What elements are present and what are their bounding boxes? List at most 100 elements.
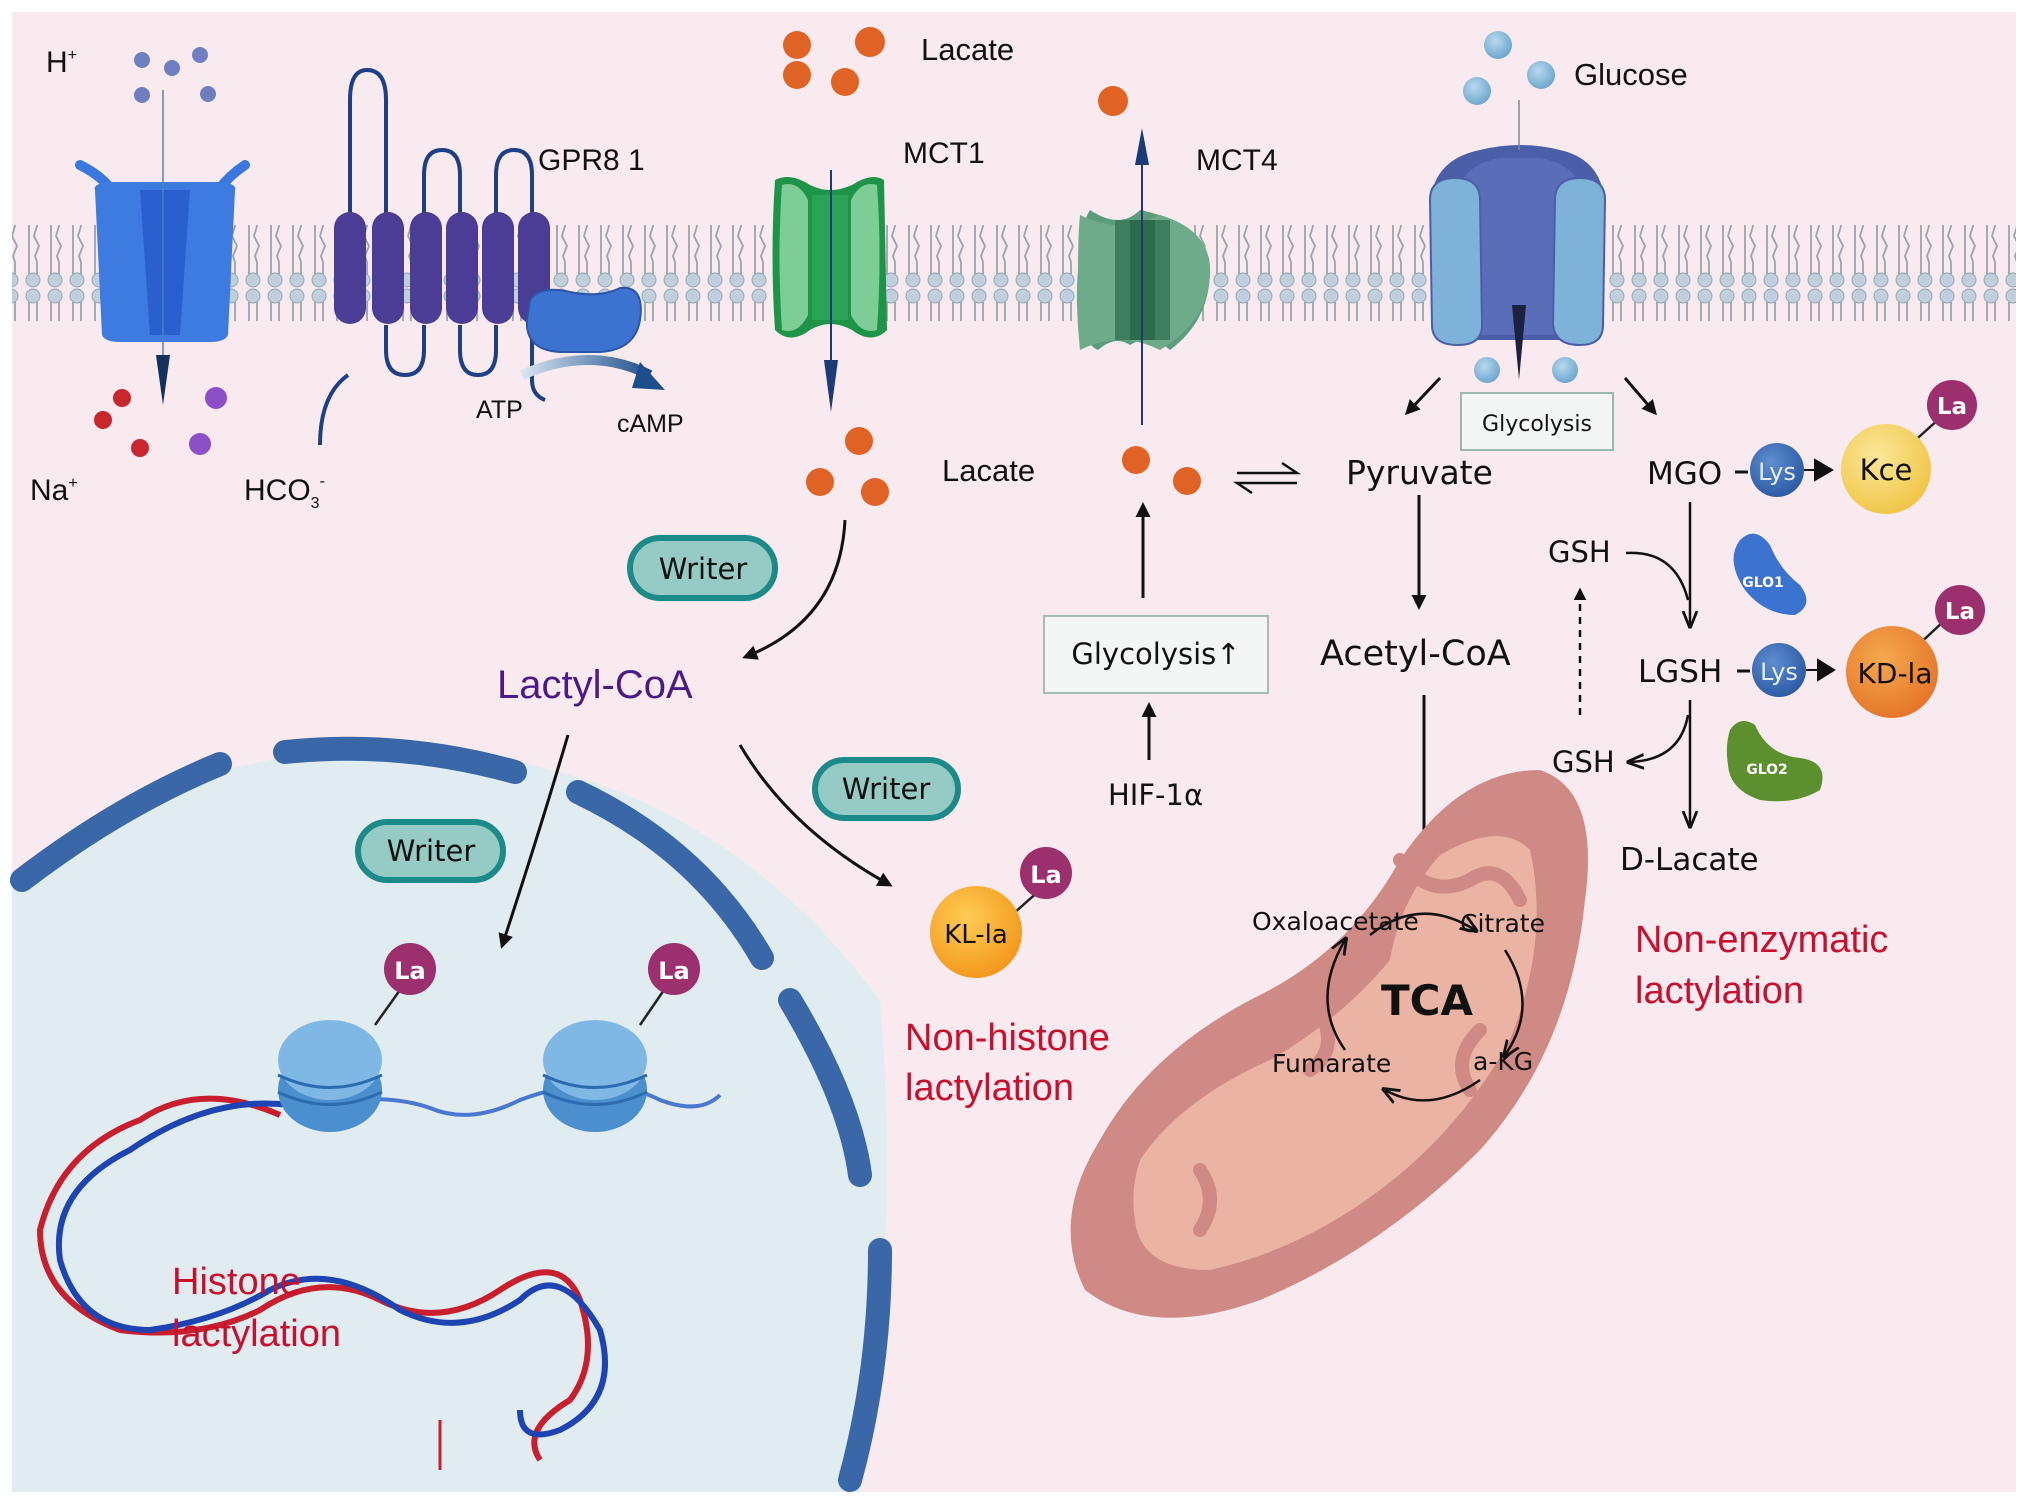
pyruvate-label: Pyruvate (1346, 453, 1493, 492)
lactate-exported (1098, 86, 1128, 116)
mct4-label: MCT4 (1196, 144, 1278, 177)
writer-enzyme-2: Writer (812, 757, 961, 821)
svg-text:La: La (394, 957, 426, 985)
non-enzymatic-title-1: Non-enzymatic (1635, 919, 1888, 961)
la-badge-histone-2 (648, 943, 700, 995)
oxaloacetate-label: Oxaloacetate (1252, 907, 1419, 936)
la-badge-kdla (1935, 585, 1985, 635)
histone-title-2: lactylation (172, 1313, 341, 1355)
linker-dna (289, 1083, 722, 1117)
kl-la-protein (930, 886, 1022, 978)
glycolysis-box-label: Glycolysis (1482, 412, 1592, 437)
la-badge-kce (1927, 380, 1977, 430)
gsh-join-arrow (1625, 551, 1690, 601)
svg-text:La: La (1945, 599, 1975, 625)
atp-label: ATP (476, 396, 523, 424)
atp-arrow-head (632, 362, 665, 390)
d-lactate-label: D-Lacate (1620, 842, 1759, 878)
kl-la-label: KL-la (944, 920, 1008, 950)
svg-text:GLO1: GLO1 (1742, 575, 1784, 591)
acetyl-coa-label: Acetyl-CoA (1320, 634, 1511, 674)
plasma-membrane (12, 225, 2016, 321)
gsh-release-arrow (1630, 714, 1690, 762)
adenylyl-cyclase (525, 286, 642, 353)
hif-label: HIF-1α (1108, 778, 1203, 812)
svg-text:La: La (658, 957, 690, 985)
akg-label: a-KG (1473, 1047, 1533, 1076)
lactate-intracellular (806, 427, 889, 506)
bicarbonate-ions (189, 387, 227, 455)
non-histone-title-2: lactylation (905, 1067, 1074, 1109)
la-link-histone-1 (373, 989, 402, 1026)
atp-to-camp-arrow (519, 355, 653, 380)
non-histone-title-1: Non-histone (905, 1017, 1110, 1059)
glucose-molecules (1463, 31, 1555, 105)
svg-text:Lys: Lys (1758, 458, 1796, 486)
glycolysis-box (1460, 392, 1614, 451)
glycolysis-up-box (1043, 615, 1269, 694)
la-link-histone-2 (638, 989, 666, 1026)
lys-1 (1750, 443, 1804, 497)
lactate-cytosol (1122, 446, 1201, 495)
glucose-intracellular (1474, 357, 1578, 383)
glycolysis-up-label: Glycolysis↑ (1071, 637, 1240, 671)
gpr81-label: GPR8 1 (538, 144, 645, 177)
lys-kdla-arrow (1806, 658, 1836, 682)
lys-2 (1752, 643, 1806, 697)
lys-kce-arrow (1804, 458, 1834, 482)
gsh-top-label: GSH (1548, 535, 1611, 569)
kce-label: Kce (1860, 453, 1913, 487)
gsh-bottom-label: GSH (1552, 745, 1615, 779)
kd-la-label: KD-la (1858, 657, 1933, 690)
non-enzymatic-title-2: lactylation (1635, 970, 1804, 1012)
arrow-to-pyruvate (1404, 376, 1442, 416)
nucleosome-1 (277, 1020, 383, 1132)
mgo-label: MGO (1647, 456, 1722, 492)
fumarate-label: Fumarate (1272, 1049, 1391, 1078)
svg-text:Writer: Writer (842, 772, 931, 806)
gpr81-helices (334, 212, 550, 324)
tca-cycle-arrows (1326, 912, 1524, 1101)
arrow-to-histone (498, 734, 570, 949)
arrow-to-mgo (1623, 377, 1657, 416)
gpr81-receptor (318, 67, 546, 446)
svg-text:GLO2: GLO2 (1746, 762, 1788, 778)
mct1-label: MCT1 (903, 137, 985, 170)
tca-label: TCA (1381, 976, 1473, 1025)
nucleosome-2 (542, 1020, 648, 1132)
lgsh-label: LGSH (1638, 654, 1722, 690)
glo1-enzyme (1733, 533, 1807, 615)
histone-title-1: Histone (172, 1261, 301, 1303)
mct4-transporter (1076, 128, 1210, 425)
lactate-inside-label: Lacate (942, 453, 1035, 488)
arrow-to-non-histone (738, 744, 893, 887)
kd-la-protein (1846, 626, 1938, 718)
na-ions (94, 389, 149, 457)
lactate-outside-label: Lacate (921, 32, 1014, 67)
svg-text:La: La (1937, 394, 1967, 420)
equilibrium-arrows (1232, 461, 1302, 495)
glucose-label: Glucose (1574, 57, 1688, 92)
ion-exchanger-channel (75, 90, 250, 405)
kce-protein (1841, 424, 1931, 514)
writer-enzyme-3: Writer (355, 819, 506, 883)
glo2-enzyme (1726, 721, 1823, 802)
lactate-extracellular (783, 27, 885, 96)
h-ion-label: H+ (46, 46, 77, 79)
bicarbonate-label: HCO3- (244, 473, 325, 512)
na-ion-label: Na+ (30, 474, 78, 507)
la-badge-nonhistone (1020, 847, 1072, 899)
camp-label: cAMP (617, 410, 684, 438)
dna-double-helix (36, 1095, 608, 1470)
la-badge-histone-1 (384, 943, 436, 995)
glucose-transporter (1428, 100, 1607, 380)
svg-text:Writer: Writer (387, 834, 476, 868)
writer-enzyme-1: Writer (627, 535, 778, 601)
mitochondrion (1070, 770, 1588, 1318)
citrate-label: Citrate (1460, 909, 1545, 938)
h-ions (134, 47, 216, 103)
mct1-transporter (772, 170, 887, 412)
arrow-lactate-to-lactylcoa (742, 519, 847, 660)
lactyl-coa-label: Lactyl-CoA (497, 663, 693, 707)
